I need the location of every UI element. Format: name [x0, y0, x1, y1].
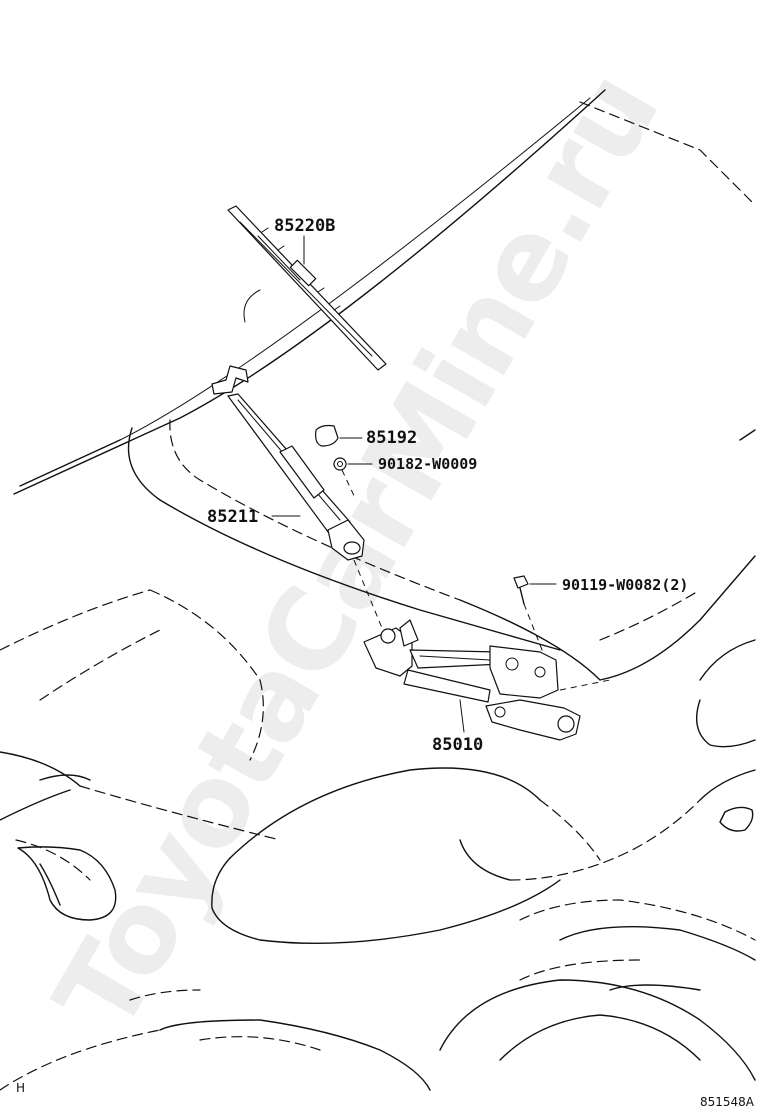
label-85220B: 85220B [274, 216, 335, 236]
wiper-arm[interactable] [211, 365, 365, 561]
nut-part[interactable] [333, 457, 347, 471]
figure-id: 851548A [700, 1095, 755, 1109]
bolt-part[interactable] [513, 575, 529, 605]
wiper-blade[interactable] [227, 205, 387, 371]
body-outline [0, 89, 756, 1091]
leader-85010 [459, 699, 465, 733]
corner-mark: H [16, 1081, 25, 1095]
alignment-lines [341, 469, 611, 691]
label-90182-W0009: 90182-W0009 [378, 455, 477, 473]
label-90119-W0082: 90119-W0082(2) [562, 576, 688, 594]
wiper-link-assembly[interactable] [363, 619, 581, 741]
cap-part[interactable] [315, 424, 339, 447]
label-85010: 85010 [432, 735, 483, 755]
label-85211: 85211 [207, 507, 258, 527]
label-85192: 85192 [366, 428, 417, 448]
